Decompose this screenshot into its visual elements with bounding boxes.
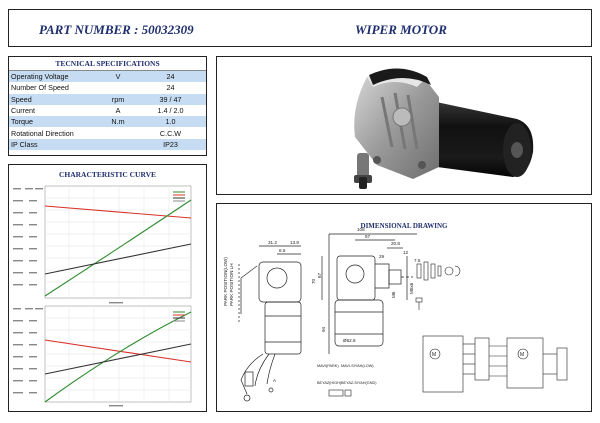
spec-name: Current [9,104,101,117]
table-row: Rotational Direction C.C.W [9,127,206,139]
spec-unit: A [101,104,135,117]
table-row: IP Class IP23 [9,138,206,151]
dim-label: 13.8 [290,240,299,245]
part-number: PART NUMBER : 50032309 [39,22,194,37]
spec-unit [101,138,135,151]
spec-unit: N.m [101,116,135,128]
spec-value: 1.0 [135,116,206,128]
table-row: Number Of Speed 24 [9,82,206,94]
specifications-panel: TECNICAL SPECIFICATIONS Operating Voltag… [8,56,207,156]
wire-label: BEYAZ-SIYAH(GND) [341,381,377,385]
dim-label: 20.8 [391,241,400,246]
spec-value: C.C.W [135,127,206,139]
dimensional-drawing-panel: DIMENSIONAL DRAWING 31.2 13.8 8.5 PARK P… [216,203,592,412]
specifications-title: TECNICAL SPECIFICATIONS [9,57,206,71]
spec-value: 24 [135,71,206,83]
dim-label: 8.5 [279,248,286,253]
label-a: A [273,378,277,383]
characteristic-curve-graphs [13,185,192,407]
wire-label: MAVI(PARK) [317,364,339,368]
dim-label: 70 [311,278,316,284]
motor-symbol-label: M [432,352,436,358]
spec-unit [101,82,135,94]
spec-name: Rotational Direction [9,127,101,139]
wire-label: MAVI-SIYAH(LOW) [341,364,374,368]
dim-label: 67 [317,272,322,278]
dim-label: M5x6 [409,282,414,294]
speed-curve [44,339,192,363]
spec-value: 1.4 / 2.0 [135,104,206,117]
spec-name: Speed [9,93,101,105]
dim-label: 57 [365,234,371,239]
lower-graph [13,305,192,407]
dim-label: 31.2 [268,240,277,245]
spec-unit: rpm [101,93,135,105]
park-label-2: PARK POSITION LH [229,263,234,306]
dim-label: 12 [403,250,409,255]
spec-name: Operating Voltage [9,71,101,83]
spec-value: 39 / 47 [135,93,206,105]
spec-name: Torque [9,116,101,128]
spec-unit: V [101,71,135,83]
torque-curve [44,243,192,275]
dim-label: Ø62.8 [343,338,356,343]
torque-curve [44,343,192,375]
header-bar: PART NUMBER : 50032309 WIPER MOTOR [8,9,592,47]
curve-title: CHARACTERISTIC CURVE [58,170,157,179]
current-curve [44,199,192,297]
product-photo-panel [216,56,592,195]
dim-label: M6 [391,291,396,298]
product-name: WIPER MOTOR [355,22,447,37]
wire-label: BEYAZ(HIGH) [317,381,342,385]
spec-unit [101,127,135,139]
motor-symbol-label: M [520,352,524,358]
hardware-parts [415,261,461,310]
upper-graph [13,185,192,304]
wiper-motor-image [354,68,534,189]
dim-label: 7.5 [414,258,421,263]
spec-value: 24 [135,82,206,94]
wiring-diagram [422,335,568,393]
dim-label: 94 [321,326,326,332]
spec-name: Number Of Speed [9,82,101,94]
dimensional-drawing: 31.2 13.8 8.5 PARK POSITION(LOW) PARK PO… [223,227,568,402]
characteristic-curve-panel: CHARACTERISTIC CURVE [8,164,207,412]
dim-label: 29 [379,254,385,259]
dim-label: 108 [357,227,365,232]
spec-value: IP23 [135,138,206,151]
drawing-title: DIMENSIONAL DRAWING [360,222,448,230]
spec-name: IP Class [9,138,101,151]
park-label-1: PARK POSITION(LOW) [223,257,228,306]
